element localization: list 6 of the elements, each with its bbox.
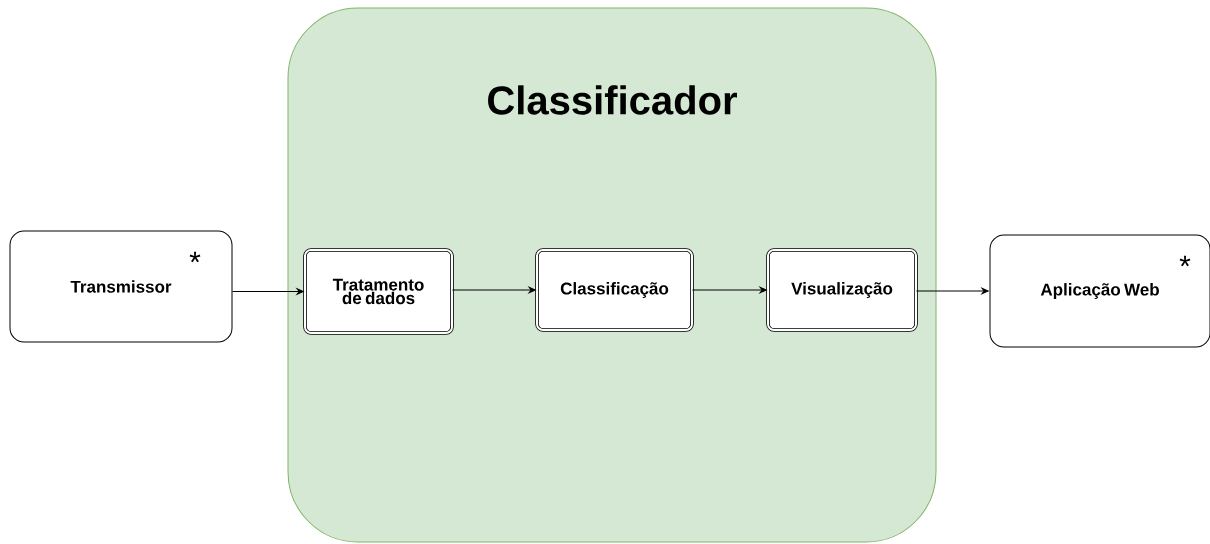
asterisk-mark: * xyxy=(189,251,201,263)
panel-title: Classificador xyxy=(488,85,737,115)
process-box: Visualização xyxy=(766,248,918,332)
process-box: Classificação xyxy=(535,248,694,332)
asterisk-mark: * xyxy=(1179,255,1191,267)
process-box: Tratamento de dados xyxy=(303,248,454,335)
